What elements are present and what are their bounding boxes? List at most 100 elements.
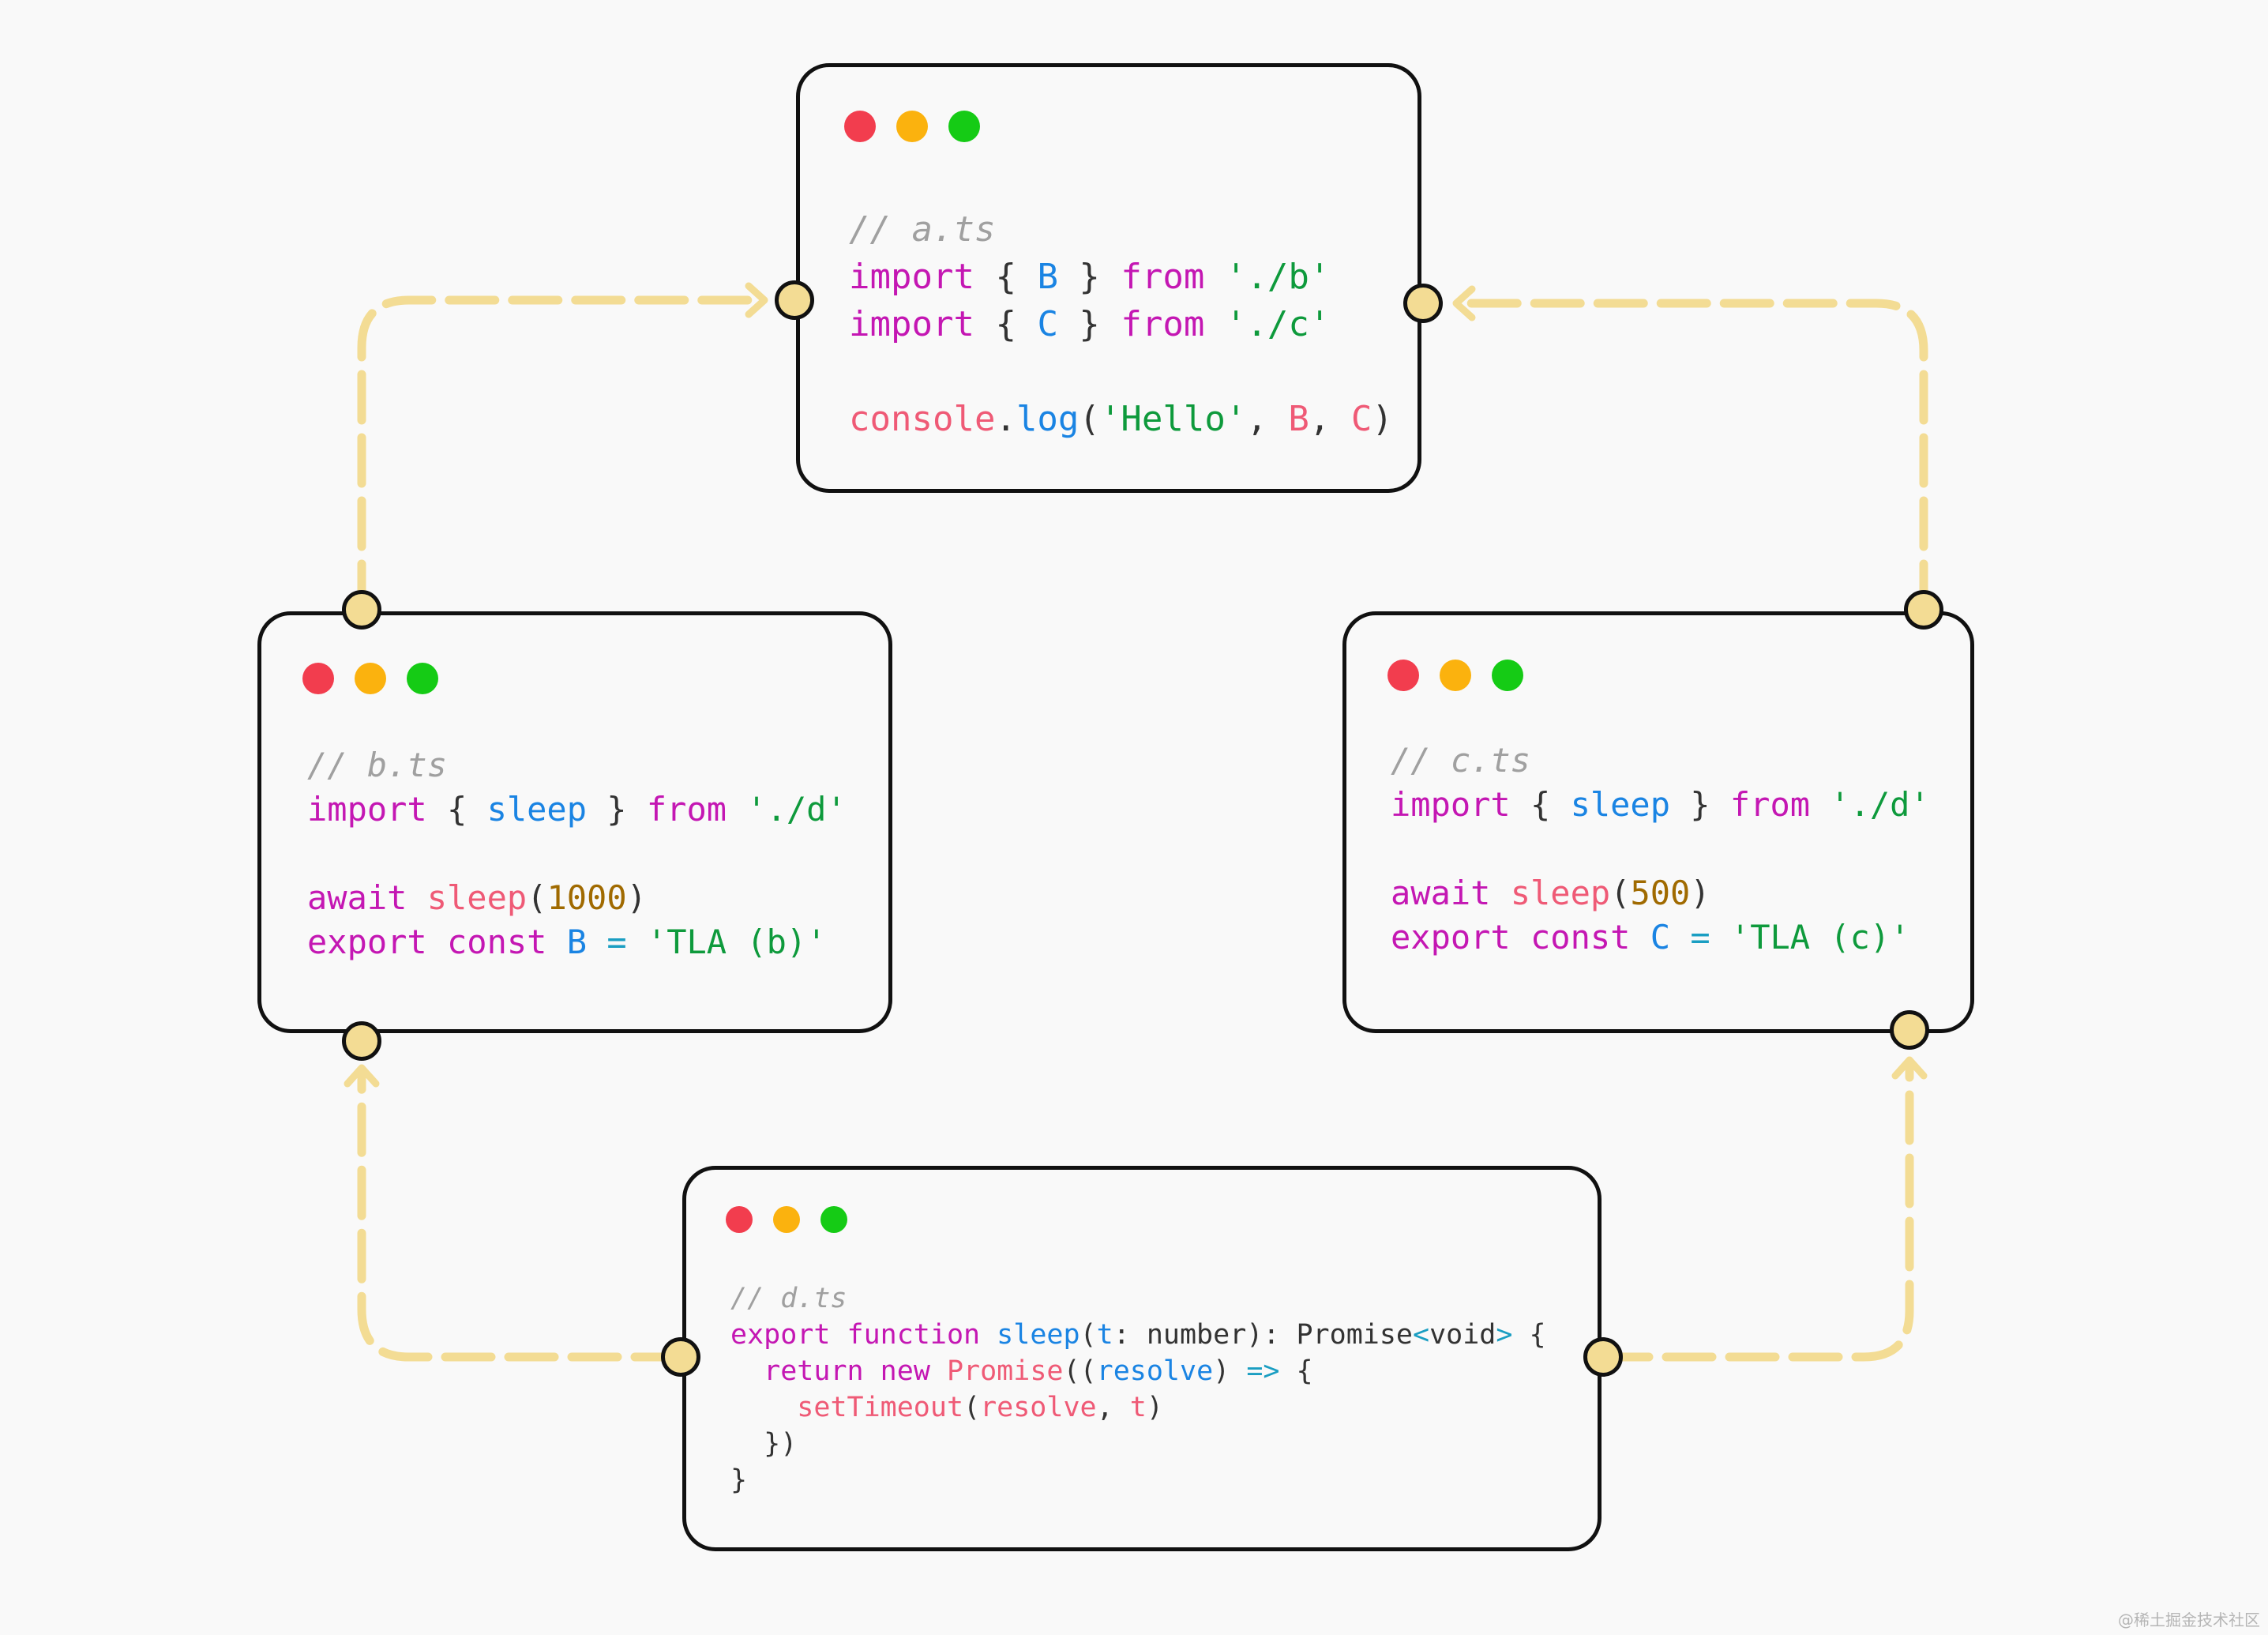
code-token: ( [527, 878, 547, 917]
minimize-dot [896, 111, 928, 142]
window-controls [844, 111, 980, 142]
code-token: < [1412, 1319, 1430, 1351]
code-token [407, 878, 426, 917]
code-token: ( [1079, 399, 1100, 439]
code-token: log [1016, 399, 1080, 439]
port-d-right [1583, 1337, 1623, 1377]
port-c-top [1904, 590, 1943, 630]
code-token [587, 923, 606, 961]
code-token: ) [1146, 1392, 1163, 1423]
code-token: { [974, 257, 1038, 297]
code-token: = [606, 923, 627, 961]
code-token: C [1350, 399, 1372, 439]
port-a-right [1403, 284, 1443, 323]
code-token: await [307, 878, 407, 917]
code-token: function [847, 1319, 981, 1351]
code-token: './d' [1830, 785, 1930, 824]
code-token: B [1037, 257, 1058, 297]
code-token [1204, 304, 1226, 344]
minimize-dot [1440, 660, 1471, 691]
close-dot [302, 663, 334, 694]
code-token: sleep [1510, 874, 1611, 912]
window-controls [1387, 660, 1523, 691]
connector-c-to-a [1458, 299, 1928, 615]
code-token: import [849, 257, 974, 297]
code-line [307, 832, 847, 876]
code-token: export [307, 923, 427, 961]
close-dot [1387, 660, 1419, 691]
code-token: 500 [1630, 874, 1691, 912]
code-line: // a.ts [849, 206, 1393, 254]
code-token: { [974, 304, 1038, 344]
maximize-dot [820, 1206, 847, 1233]
code-token: sleep [1570, 785, 1671, 824]
port-a-left [775, 280, 814, 320]
code-token: 1000 [546, 878, 627, 917]
code-token: './c' [1225, 304, 1331, 344]
code-line: export const C = 'TLA (c)' [1391, 915, 1930, 960]
code-token: export [730, 1319, 831, 1351]
code-line: // c.ts [1391, 739, 1930, 783]
maximize-dot [1492, 660, 1523, 691]
code-token [1490, 874, 1510, 912]
code-token [546, 923, 566, 961]
close-dot [726, 1206, 753, 1233]
code-token: . [995, 399, 1016, 439]
code-line: setTimeout(resolve, t) [730, 1389, 1546, 1426]
port-c-bottom [1890, 1010, 1929, 1050]
code-token: ) [1372, 399, 1393, 439]
code-token: sleep [997, 1319, 1080, 1351]
code-token: > [1496, 1319, 1513, 1351]
code-token: ( [1610, 874, 1631, 912]
code-token: }) [730, 1428, 798, 1460]
code-line: import { B } from './b' [849, 254, 1393, 301]
code-token: // c.ts [1391, 741, 1531, 780]
arrowhead-into-a-right [1452, 285, 1476, 321]
code-token [830, 1319, 847, 1351]
connector-d-to-b [357, 1069, 685, 1362]
code-token: return [764, 1355, 864, 1387]
code-token: } [1057, 304, 1121, 344]
code-token: { [1279, 1355, 1313, 1387]
code-line [1391, 827, 1930, 871]
code-token: , [1309, 399, 1351, 439]
code-token: B [1288, 399, 1309, 439]
code-line: await sleep(1000) [307, 876, 847, 920]
code-token [1630, 918, 1650, 957]
code-token [930, 1355, 947, 1387]
code-token: 'TLA (b)' [646, 923, 827, 961]
code-token: from [646, 790, 727, 829]
code-token: console [849, 399, 996, 439]
maximize-dot [407, 663, 438, 694]
code-token: resolve [980, 1392, 1097, 1423]
code-token: sleep [426, 878, 528, 917]
code-token: sleep [486, 790, 588, 829]
code-token: from [1729, 785, 1811, 824]
code-token: } [1670, 785, 1730, 824]
code-token: from [1121, 257, 1205, 297]
code-token: setTimeout [797, 1392, 964, 1423]
code-token: C [1650, 918, 1671, 957]
code-line: return new Promise((resolve) => { [730, 1353, 1546, 1389]
code-line: }) [730, 1426, 1546, 1462]
code-token: ) [1690, 874, 1710, 912]
arrowhead-into-a-left [745, 282, 768, 318]
code-token: { [1510, 785, 1571, 824]
window-controls [726, 1206, 847, 1233]
code-token: import [1391, 785, 1511, 824]
code-token: ( [963, 1392, 981, 1423]
code-line: // d.ts [730, 1280, 1546, 1317]
code-token: ) [1213, 1355, 1247, 1387]
minimize-dot [773, 1206, 800, 1233]
code-token [727, 790, 746, 829]
code-token [627, 923, 647, 961]
code-token: './d' [746, 790, 847, 829]
code-token: t [1096, 1319, 1113, 1351]
code-token [427, 923, 447, 961]
code-line: import { C } from './c' [849, 301, 1393, 348]
close-dot [844, 111, 876, 142]
